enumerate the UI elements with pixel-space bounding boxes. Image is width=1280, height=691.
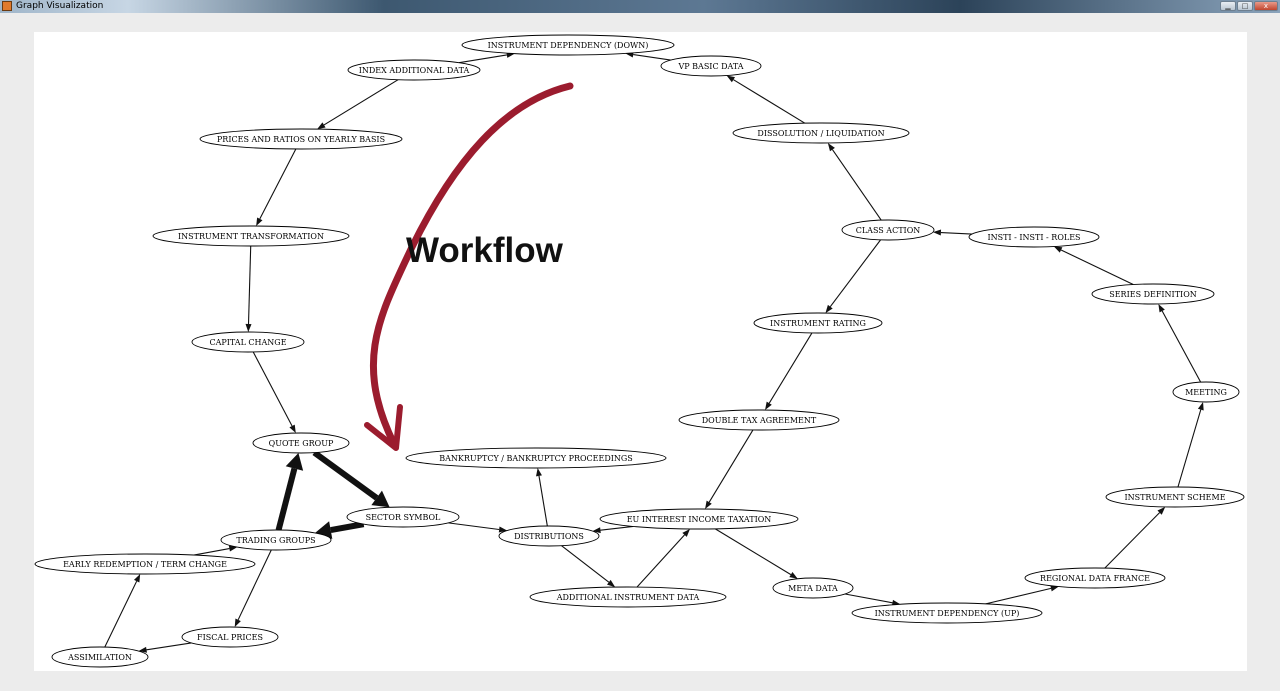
edge-regional-data-france-to-instrument-scheme [1104,506,1166,569]
node-label: EU INTEREST INCOME TAXATION [627,515,772,524]
node-series-definition[interactable]: SERIES DEFINITION [1091,283,1215,305]
workflow-arrowhead-icon [364,404,403,451]
window-title: Graph Visualization [16,1,104,11]
node-class-action[interactable]: CLASS ACTION [841,219,935,241]
maximize-button[interactable]: □ [1237,1,1253,11]
node-sector-symbol[interactable]: SECTOR SYMBOL [346,506,460,528]
node-instrument-scheme[interactable]: INSTRUMENT SCHEME [1105,486,1245,508]
edge-prices-and-ratios-to-instrument-transformation [256,148,297,227]
node-label: FISCAL PRICES [197,633,263,642]
node-prices-and-ratios[interactable]: PRICES AND RATIOS ON YEARLY BASIS [199,128,403,150]
edge-trading-groups-to-quote-group [275,452,304,531]
edge-assimilation-to-early-redemption [104,573,141,648]
node-label: SECTOR SYMBOL [366,513,441,522]
node-label: INSTRUMENT SCHEME [1124,493,1225,502]
node-label: BANKRUPTCY / BANKRUPTCY PROCEEDINGS [439,454,633,463]
node-label: CLASS ACTION [856,226,921,235]
node-additional-instrument-data[interactable]: ADDITIONAL INSTRUMENT DATA [529,586,727,608]
node-label: ADDITIONAL INSTRUMENT DATA [556,593,700,602]
edge-instrument-scheme-to-meeting [1177,401,1204,488]
edge-sector-symbol-to-distributions [448,522,508,533]
node-label: INSTRUMENT TRANSFORMATION [178,232,324,241]
edge-additional-instrument-data-to-eu-interest [636,528,690,588]
edge-instrument-dependency-up-to-regional-data-france [985,585,1059,605]
edge-insti-roles-to-class-action [932,229,972,236]
edge-class-action-to-dissolution-liquidation [827,142,882,221]
node-label: ASSIMILATION [67,653,132,662]
graph-edges [104,51,1204,653]
node-meta-data[interactable]: META DATA [772,577,854,599]
graph-canvas[interactable]: INSTRUMENT DEPENDENCY (DOWN) INDEX ADDITI… [34,32,1247,671]
node-label: REGIONAL DATA FRANCE [1040,574,1150,583]
edge-instrument-rating-to-double-tax-agreement [765,332,813,411]
edge-trading-groups-to-fiscal-prices [234,549,272,628]
edge-distributions-to-additional-instrument-data [561,545,616,588]
node-capital-change[interactable]: CAPITAL CHANGE [191,331,305,353]
node-meeting[interactable]: MEETING [1172,381,1240,403]
node-label: DISTRIBUTIONS [514,532,584,541]
workflow-label: Workflow [406,231,564,270]
window-titlebar: Graph Visualization ▁ □ x [0,0,1280,13]
edge-eu-interest-to-distributions [592,525,634,534]
node-instrument-transformation[interactable]: INSTRUMENT TRANSFORMATION [152,225,350,247]
edge-quote-group-to-sector-symbol [312,450,390,508]
node-fiscal-prices[interactable]: FISCAL PRICES [181,626,279,648]
node-label: INSTRUMENT RATING [770,319,866,328]
node-insti-roles[interactable]: INSTI - INSTI - ROLES [968,226,1100,248]
edge-eu-interest-to-meta-data [715,528,798,579]
node-double-tax-agreement[interactable]: DOUBLE TAX AGREEMENT [678,409,840,431]
node-early-redemption[interactable]: EARLY REDEMPTION / TERM CHANGE [34,553,256,575]
edge-sector-symbol-to-trading-groups [314,521,365,539]
node-label: INSTI - INSTI - ROLES [987,233,1080,242]
node-instrument-rating[interactable]: INSTRUMENT RATING [753,312,883,334]
node-vp-basic-data[interactable]: VP BASIC DATA [660,55,762,77]
node-label: INSTRUMENT DEPENDENCY (UP) [875,609,1020,618]
node-instrument-dependency-down[interactable]: INSTRUMENT DEPENDENCY (DOWN) [461,34,675,56]
edge-early-redemption-to-trading-groups [193,545,238,556]
node-label: INSTRUMENT DEPENDENCY (DOWN) [488,41,649,50]
node-label: CAPITAL CHANGE [209,338,286,347]
node-bankruptcy[interactable]: BANKRUPTCY / BANKRUPTCY PROCEEDINGS [405,447,667,469]
edge-series-definition-to-insti-roles [1053,246,1134,286]
node-label: EARLY REDEMPTION / TERM CHANGE [63,560,227,569]
node-assimilation[interactable]: ASSIMILATION [51,646,149,668]
edge-instrument-transformation-to-capital-change [245,245,252,333]
workflow-arrow-icon [370,82,574,448]
graph-svg: INSTRUMENT DEPENDENCY (DOWN) INDEX ADDITI… [34,34,1245,668]
edge-distributions-to-bankruptcy [536,467,548,527]
node-label: TRADING GROUPS [236,536,315,545]
node-label: META DATA [788,584,838,593]
edge-dissolution-liquidation-to-vp-basic-data [726,75,806,124]
close-button[interactable]: x [1254,1,1278,11]
node-label: INDEX ADDITIONAL DATA [359,66,470,75]
graph-nodes: INSTRUMENT DEPENDENCY (DOWN) INDEX ADDITI… [34,34,1245,668]
edge-capital-change-to-quote-group [252,351,296,434]
node-label: SERIES DEFINITION [1109,290,1197,299]
node-label: VP BASIC DATA [677,62,743,71]
edge-double-tax-agreement-to-eu-interest [705,429,754,510]
node-eu-interest[interactable]: EU INTEREST INCOME TAXATION [599,508,799,530]
minimize-button[interactable]: ▁ [1220,1,1236,11]
node-label: DOUBLE TAX AGREEMENT [702,416,817,425]
node-trading-groups[interactable]: TRADING GROUPS [220,529,332,551]
edge-class-action-to-instrument-rating [825,239,882,314]
node-instrument-dependency-up[interactable]: INSTRUMENT DEPENDENCY (UP) [851,602,1043,624]
node-dissolution-liquidation[interactable]: DISSOLUTION / LIQUIDATION [732,122,910,144]
edge-fiscal-prices-to-assimilation [138,642,192,653]
edge-meta-data-to-instrument-dependency-up [844,593,901,606]
node-regional-data-france[interactable]: REGIONAL DATA FRANCE [1024,567,1166,589]
node-quote-group[interactable]: QUOTE GROUP [252,432,350,454]
node-index-additional-data[interactable]: INDEX ADDITIONAL DATA [347,59,481,81]
workflow-annotation: Workflow [364,82,574,451]
node-label: PRICES AND RATIOS ON YEARLY BASIS [217,135,385,144]
node-label: QUOTE GROUP [269,439,334,448]
edge-meeting-to-series-definition [1158,303,1202,383]
edge-index-additional-data-to-prices-and-ratios [317,79,399,130]
node-label: MEETING [1185,388,1227,397]
node-distributions[interactable]: DISTRIBUTIONS [498,525,600,547]
node-label: DISSOLUTION / LIQUIDATION [757,129,884,138]
java-app-icon [2,1,12,11]
